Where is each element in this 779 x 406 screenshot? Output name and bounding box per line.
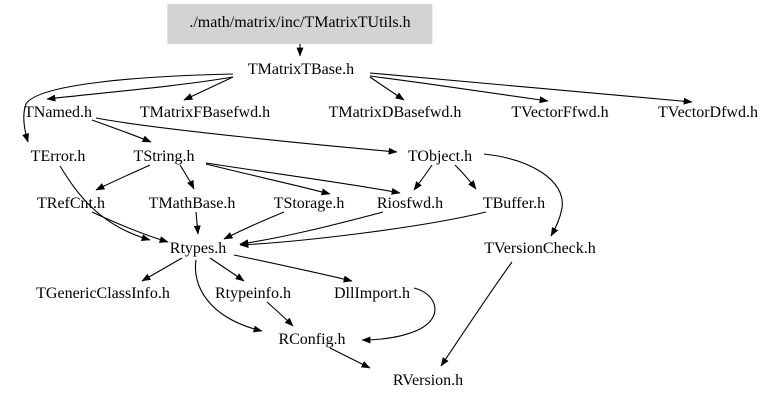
node-tversioncheck[interactable]: TVersionCheck.h [484, 240, 596, 257]
edge-tversioncheck-to-rversion [440, 261, 513, 367]
edge-terror-to-rtypes [59, 165, 151, 242]
node-tnamed[interactable]: TNamed.h [24, 104, 92, 121]
edge-tobject-to-tbuffer [454, 164, 477, 190]
edge-dllimport-to-rconfig [361, 287, 436, 344]
node-rversion[interactable]: RVersion.h [392, 372, 464, 389]
node-tmathbase[interactable]: TMathBase.h [148, 195, 236, 212]
node-terror[interactable]: TError.h [30, 148, 86, 165]
edges-group [22, 42, 693, 369]
edge-rtypes-to-dllimport [233, 254, 353, 283]
node-tobject[interactable]: TObject.h [407, 148, 473, 165]
node-tgenericclassinfo[interactable]: TGenericClassInfo.h [36, 285, 170, 302]
edge-tobject-to-riosfwd [413, 164, 433, 191]
edge-rtypeinfo-to-rconfig [266, 301, 294, 327]
node-rtypes[interactable]: Rtypes.h [169, 240, 227, 257]
node-tvectordfwd[interactable]: TVectorDfwd.h [658, 104, 758, 121]
node-tmatrixtbase[interactable]: TMatrixTBase.h [247, 61, 355, 78]
node-tstorage[interactable]: TStorage.h [273, 195, 345, 212]
node-dllimport[interactable]: DllImport.h [334, 285, 410, 302]
edge-tstring-to-tmathbase [179, 164, 195, 190]
edge-rconfig-to-rversion [329, 347, 371, 369]
edge-tbuffer-to-rtypes [239, 211, 487, 249]
edge-tmatrixtbase-to-tmatrixfbasefwd [183, 76, 234, 101]
node-riosfwd[interactable]: Riosfwd.h [376, 195, 444, 212]
edge-tmatrixtbase-to-tvectorffwd [369, 75, 549, 104]
edge-riosfwd-to-rtypes [239, 211, 384, 247]
edge-tstring-to-tstorage [205, 163, 331, 196]
edge-tmathbase-to-rtypes [193, 211, 201, 235]
node-tmatrixfbasefwd[interactable]: TMatrixFBasefwd.h [139, 104, 271, 121]
node-tvectorffwd[interactable]: TVectorFfwd.h [511, 104, 609, 121]
edge-tobject-to-tversioncheck [483, 153, 563, 237]
edge-tmatrixtbase-to-tmatrixdbasefwd [369, 76, 405, 101]
edge-tstring-to-trefcnt [95, 164, 151, 191]
node-tbuffer[interactable]: TBuffer.h [482, 195, 546, 212]
edge-trefcnt-to-rtypes [91, 211, 169, 243]
edge-tmatrixtbase-to-tnamed [46, 76, 234, 102]
node-root[interactable]: ./math/matrix/inc/TMatrixTUtils.h [167, 4, 433, 44]
edge-tnamed-to-tstring [91, 119, 152, 143]
edge-tnamed-to-tobject [95, 117, 398, 155]
node-tmatrixdbasefwd[interactable]: TMatrixDBasefwd.h [328, 104, 462, 121]
edge-tmatrixtbase-to-terror [22, 73, 234, 143]
edge-rtypes-to-rconfig [194, 259, 263, 333]
edge-tstring-to-riosfwd [205, 162, 401, 195]
node-rtypeinfo[interactable]: Rtypeinfo.h [215, 285, 291, 302]
node-trefcnt[interactable]: TRefCnt.h [37, 195, 105, 212]
edge-tstorage-to-rtypes [223, 211, 285, 240]
edge-rtypes-to-tgenericclassinfo [141, 257, 183, 282]
edge-rtypes-to-rtypeinfo [209, 257, 245, 282]
node-tstring[interactable]: TString.h [133, 148, 195, 165]
node-rconfig[interactable]: RConfig.h [278, 331, 346, 348]
edge-tmatrixtbase-to-tvectordfwd [369, 72, 693, 105]
